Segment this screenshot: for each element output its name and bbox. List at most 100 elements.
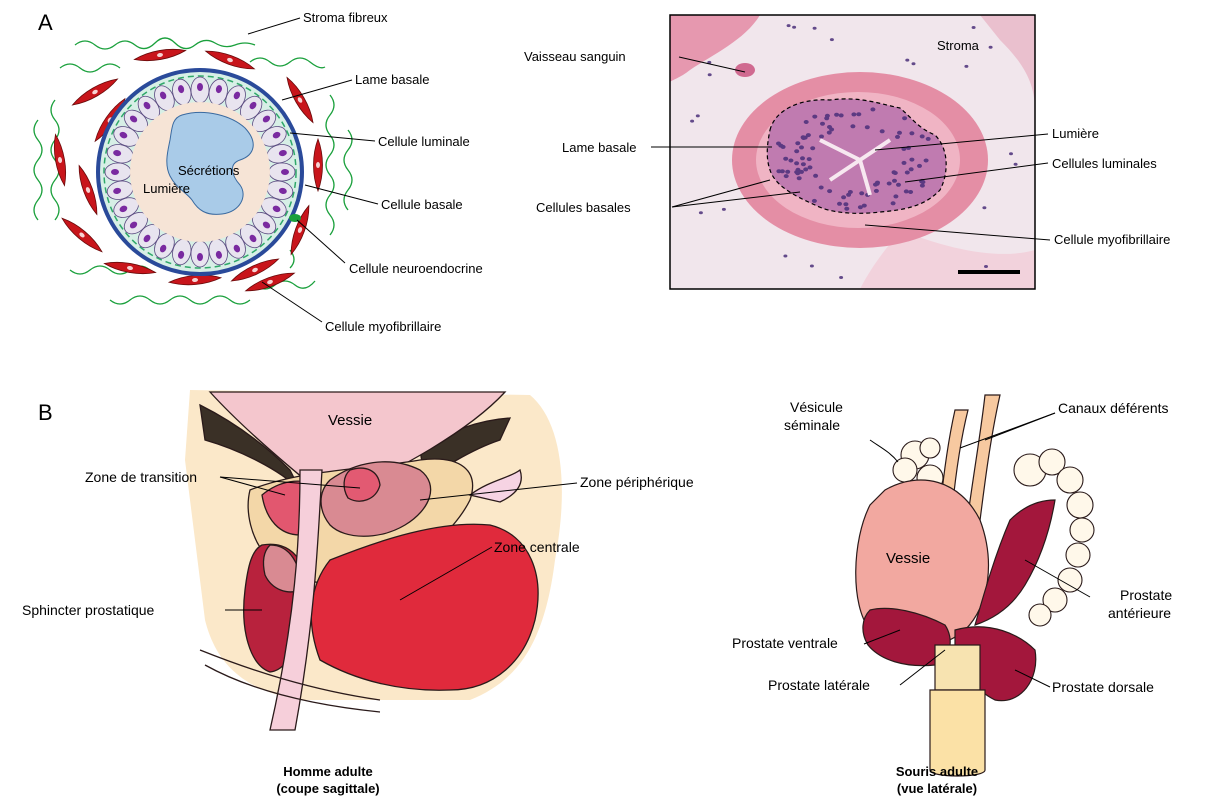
secretions-label: Sécrétions xyxy=(178,163,240,178)
myofibrillar-cell xyxy=(70,75,120,109)
neuroendocrine-cell xyxy=(289,214,301,222)
histology-nucleus xyxy=(813,27,817,30)
label-stroma-fibreux: Stroma fibreux xyxy=(303,10,388,25)
luminal-cell xyxy=(191,241,209,267)
luminal-cell-nucleus xyxy=(197,83,203,91)
seminal-vesicle-lobe xyxy=(1070,518,1094,542)
histology-nucleus xyxy=(1014,163,1018,166)
histology-nucleus xyxy=(708,73,712,76)
histology-label-vaisseau: Vaisseau sanguin xyxy=(524,49,626,64)
histology-nucleus xyxy=(827,189,832,193)
histology-nucleus xyxy=(908,190,913,194)
histology-nucleus xyxy=(891,201,896,205)
histology-nucleus xyxy=(812,199,817,203)
histology-nucleus xyxy=(785,170,790,174)
histology-nucleus xyxy=(859,191,864,195)
histology-nucleus xyxy=(784,174,789,178)
label-zone-centrale: Zone centrale xyxy=(494,539,580,555)
histology-nucleus xyxy=(984,265,988,268)
histology-nucleus xyxy=(972,26,976,29)
histology-nucleus xyxy=(844,207,849,211)
histology-nucleus xyxy=(909,167,914,171)
label-prostate-laterale: Prostate latérale xyxy=(768,677,870,693)
histology-nucleus xyxy=(862,204,867,208)
histology-nucleus xyxy=(795,141,800,145)
histology-nucleus xyxy=(892,179,897,183)
seminal-vesicle-lobe xyxy=(1057,467,1083,493)
histology-nucleus xyxy=(850,124,855,128)
label-cellule-neuroendocrine: Cellule neuroendocrine xyxy=(349,261,483,276)
histology-nucleus xyxy=(870,107,875,111)
scale-bar xyxy=(958,270,1020,274)
luminal-cell-nucleus xyxy=(281,169,289,175)
histology-nucleus xyxy=(839,113,844,117)
mouse-caption-line1: Souris adulte xyxy=(896,764,978,779)
histology-nucleus xyxy=(807,157,812,161)
histology-nucleus xyxy=(792,26,796,29)
mouse-prostate-drawing: Vessie xyxy=(856,395,1094,776)
histology-nucleus xyxy=(810,146,815,150)
label-vesicule-line2: séminale xyxy=(784,417,840,433)
histology-nucleus xyxy=(839,276,843,279)
histology-nucleus xyxy=(856,112,861,116)
histology-nucleus xyxy=(902,161,907,165)
histology-nucleus xyxy=(825,114,830,118)
histology-nucleus xyxy=(920,184,925,188)
histology-nucleus xyxy=(837,202,842,206)
label-cellule-luminale: Cellule luminale xyxy=(378,134,470,149)
label-zone-transition: Zone de transition xyxy=(85,469,197,485)
histology-nucleus xyxy=(834,113,839,117)
histology-nucleus xyxy=(813,174,818,178)
histology-nucleus xyxy=(830,38,834,41)
histology-nucleus xyxy=(827,125,832,129)
label-canaux-deferents: Canaux déférents xyxy=(1058,400,1169,416)
histology-nucleus xyxy=(964,65,968,68)
histology-nucleus xyxy=(806,133,811,137)
label-sphincter: Sphincter prostatique xyxy=(22,602,155,618)
mouse-vessie-label: Vessie xyxy=(886,550,930,567)
histology-nucleus xyxy=(924,159,929,163)
histology-nucleus xyxy=(820,122,825,126)
histology-nucleus xyxy=(776,142,781,146)
label-vesicule-line1: Vésicule xyxy=(790,399,843,415)
label-prostate-dorsale: Prostate dorsale xyxy=(1052,679,1154,695)
histology-nucleus xyxy=(912,62,916,65)
label-prostate-anterieure-line2: antérieure xyxy=(1108,605,1171,621)
histology-nucleus xyxy=(909,158,914,162)
histology-nucleus xyxy=(851,112,856,116)
histology-nucleus xyxy=(699,211,703,214)
label-lame-basale: Lame basale xyxy=(355,72,429,87)
myofibrillar-cell xyxy=(59,215,105,255)
histology-nucleus xyxy=(880,129,885,133)
histology-nucleus xyxy=(902,116,907,120)
histology-nucleus xyxy=(783,255,787,258)
histology-nucleus xyxy=(865,125,870,129)
histology-nucleus xyxy=(904,189,909,193)
histology-nucleus xyxy=(799,170,804,174)
histology-nucleus xyxy=(926,137,931,141)
label-prostate-anterieure-line1: Prostate xyxy=(1120,587,1172,603)
panel-letter-b: B xyxy=(38,400,53,425)
histology-nucleus xyxy=(794,161,799,165)
histology-nucleus xyxy=(788,159,793,163)
histology-nucleus xyxy=(812,115,817,119)
histology-nucleus xyxy=(797,176,802,180)
histology-label-cellules-basales: Cellules basales xyxy=(536,200,631,215)
myofibrillar-cell-nucleus xyxy=(316,162,320,168)
seminal-vesicle-lobe xyxy=(893,458,917,482)
histology-nucleus xyxy=(1009,152,1013,155)
histology-nucleus xyxy=(696,114,700,117)
panel-letter-a: A xyxy=(38,10,53,35)
label-prostate-ventrale: Prostate ventrale xyxy=(732,635,838,651)
histology-nucleus xyxy=(801,162,806,166)
label-cellule-basale: Cellule basale xyxy=(381,197,463,212)
luminal-cell-nucleus xyxy=(111,169,119,175)
seminal-vesicle-lobe xyxy=(1066,543,1090,567)
histology-label-lumiere: Lumière xyxy=(1052,126,1099,141)
histology-nucleus xyxy=(989,46,993,49)
histology-nucleus xyxy=(783,157,788,161)
histology-nucleus xyxy=(874,189,879,193)
histology-nucleus xyxy=(819,186,824,190)
acinus-diagram: Sécrétions Lumière xyxy=(34,38,352,304)
